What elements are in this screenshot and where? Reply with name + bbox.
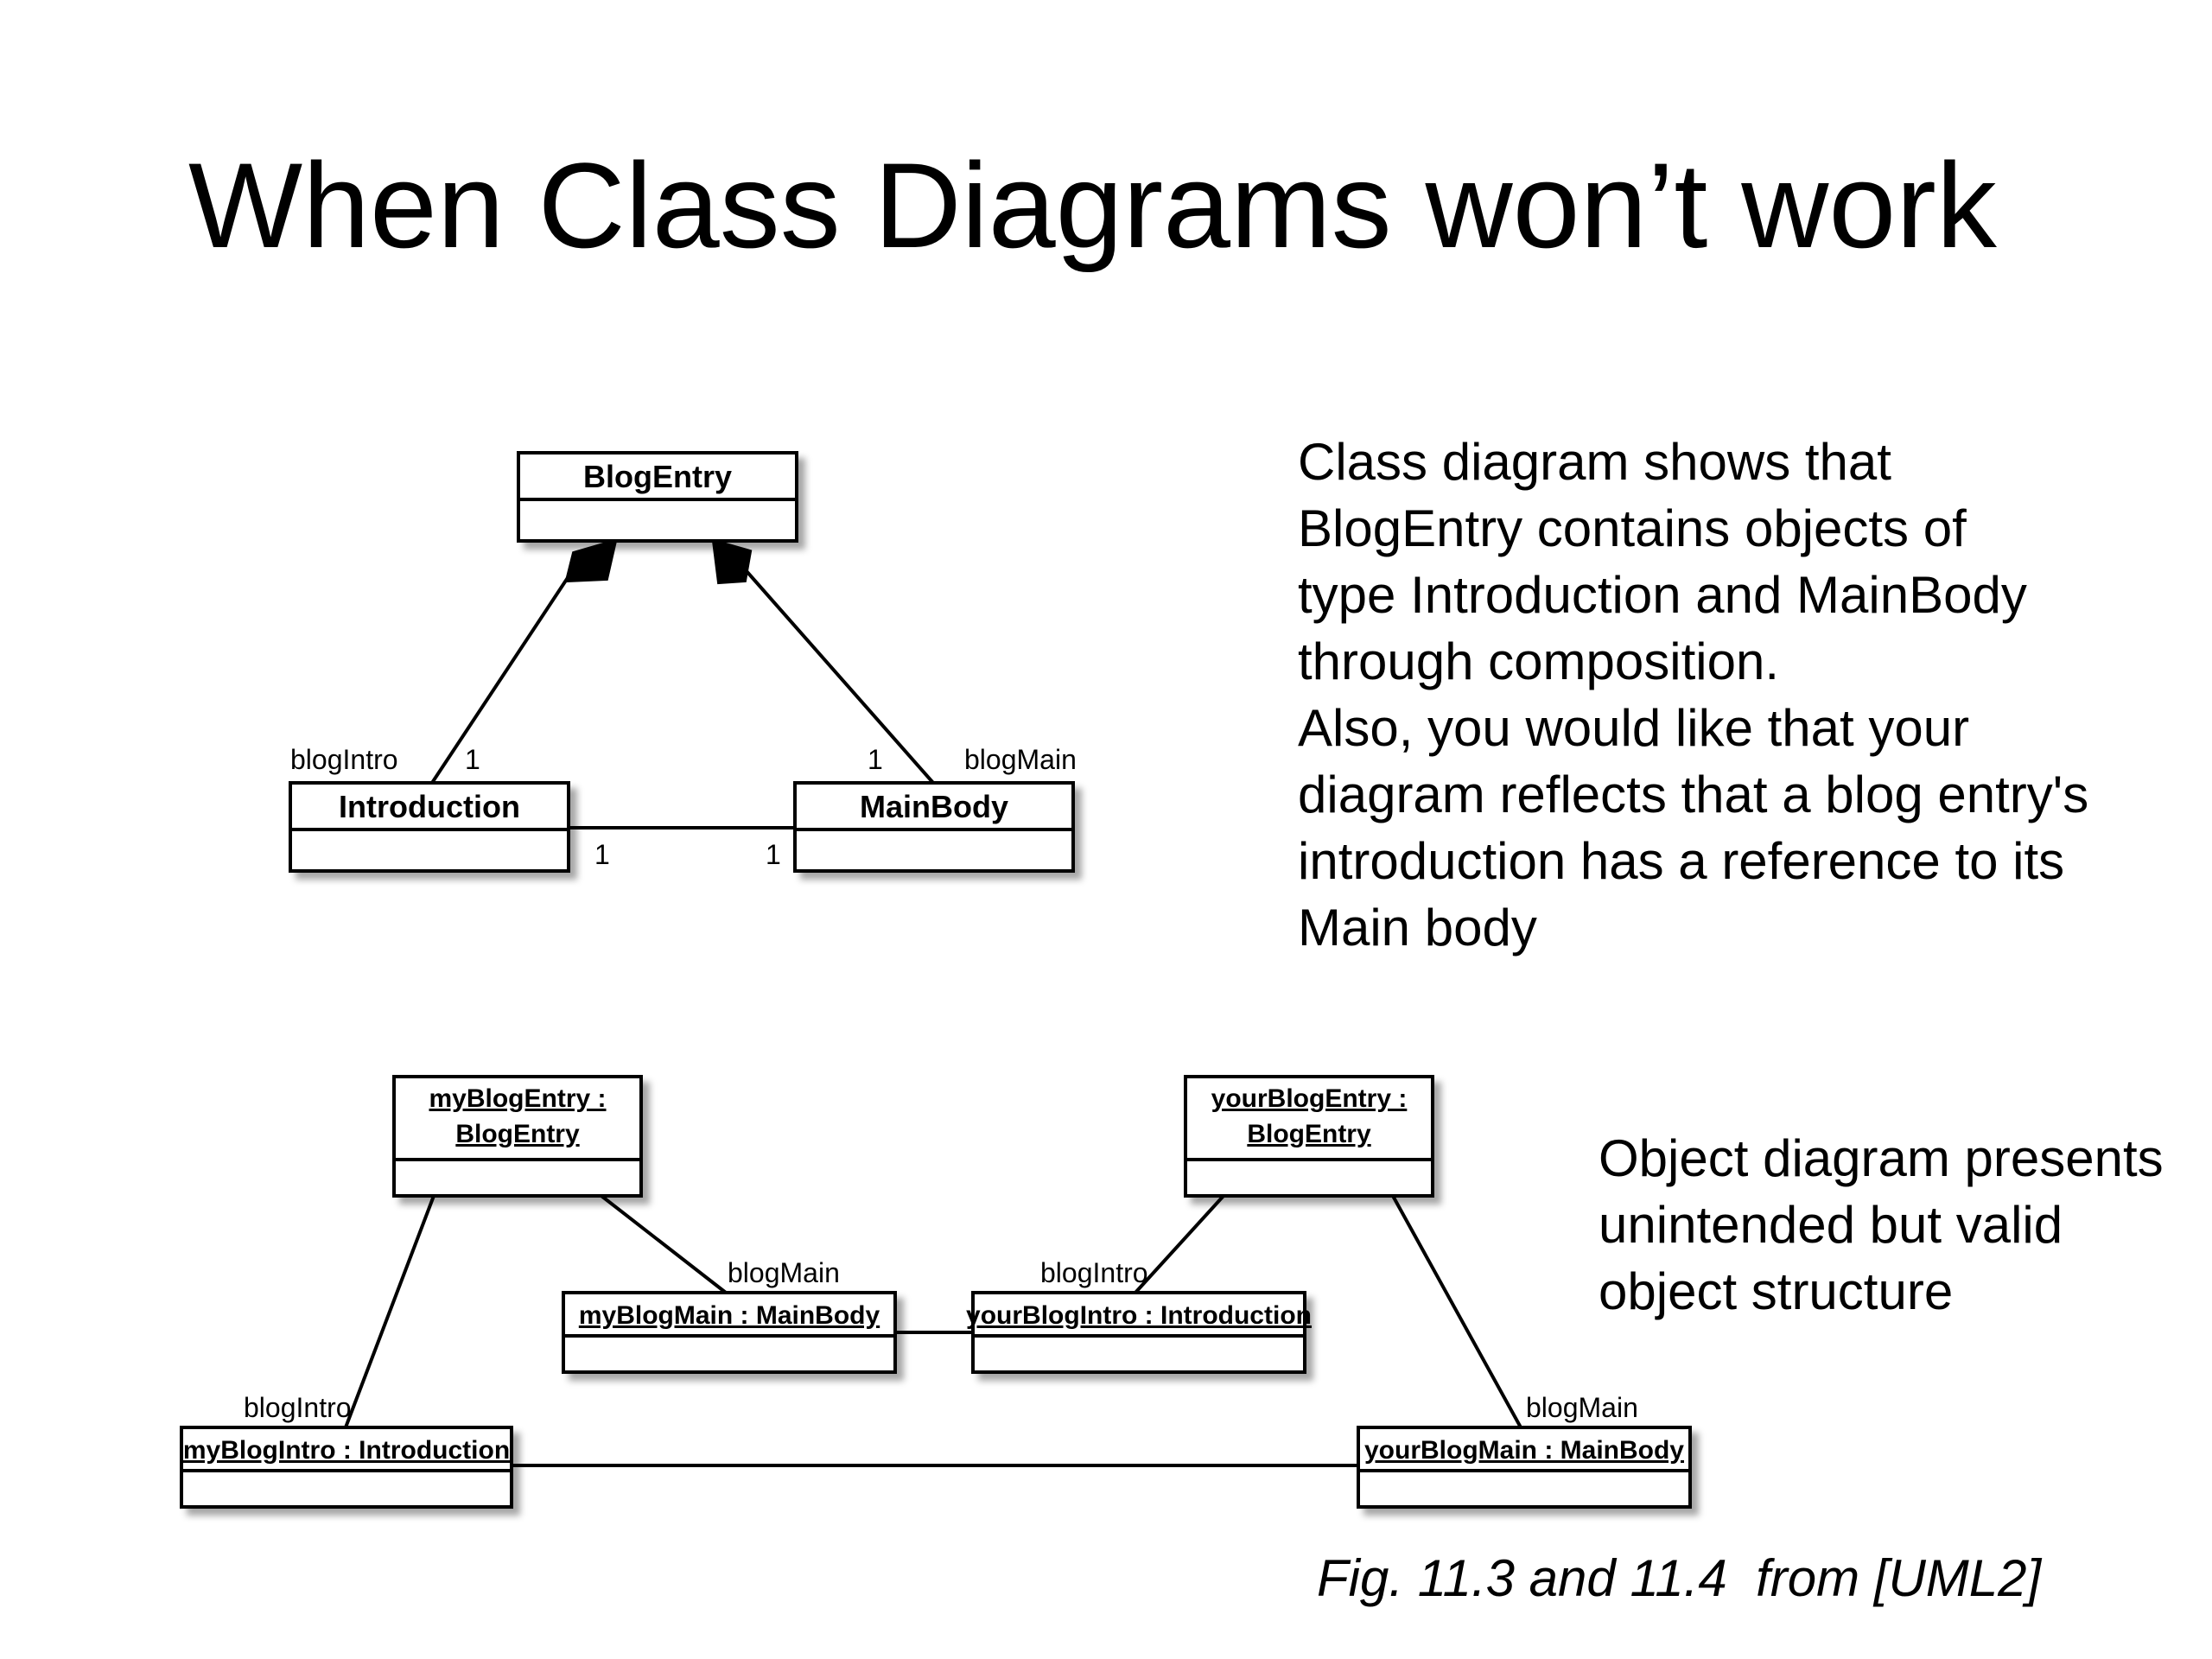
link-line <box>1134 1194 1225 1294</box>
composition-line-intro <box>430 562 579 785</box>
class-box-mainbody: MainBody <box>793 781 1075 873</box>
object-diagram-description: Object diagram presents unintended but v… <box>1599 1125 2164 1325</box>
object-diagram-links <box>344 1194 1522 1467</box>
class-box-introduction: Introduction <box>289 781 570 873</box>
object-name: yourBlogIntro : Introduction <box>966 1301 1312 1330</box>
description-line: introduction has a reference to its <box>1298 832 2065 890</box>
role-label-blogintro: blogIntro <box>1040 1257 1148 1288</box>
link-line <box>600 1194 728 1294</box>
composition-line-main <box>738 562 935 785</box>
object-box-myblogintro: myBlogIntro : Introduction <box>180 1426 513 1509</box>
object-box-myblogentry: myBlogEntry : BlogEntry <box>392 1075 643 1198</box>
object-box-yourblogentry: yourBlogEntry : BlogEntry <box>1184 1075 1434 1198</box>
object-box-myblogmain: myBlogMain : MainBody <box>562 1291 897 1374</box>
description-line: Also, you would like that your <box>1298 699 1970 757</box>
description-line: Class diagram shows that <box>1298 433 1891 491</box>
slide-title: When Class Diagrams won’t work <box>188 137 1997 273</box>
class-name-mainbody: MainBody <box>860 789 1008 824</box>
class-name-blogentry: BlogEntry <box>583 459 732 494</box>
class-name-introduction: Introduction <box>339 789 520 824</box>
role-label-blogmain: blogMain <box>1526 1392 1638 1423</box>
object-name: myBlogIntro : Introduction <box>183 1436 510 1465</box>
role-label-blogmain: blogMain <box>728 1257 840 1288</box>
multiplicity-label: 1 <box>766 839 781 870</box>
object-name: myBlogEntry : <box>429 1084 606 1113</box>
multiplicity-label: 1 <box>868 744 883 775</box>
description-line: diagram reflects that a blog entry's <box>1298 766 2089 823</box>
link-line <box>344 1195 435 1428</box>
composition-diamond-icon <box>564 538 618 583</box>
description-line: Object diagram presents <box>1599 1129 2164 1187</box>
description-line: BlogEntry contains objects of <box>1298 499 1967 557</box>
multiplicity-label: 1 <box>594 839 610 870</box>
role-label-blogintro: blogIntro <box>244 1392 352 1423</box>
class-diagram-description: Class diagram shows that BlogEntry conta… <box>1298 429 2088 961</box>
object-box-yourblogmain: yourBlogMain : MainBody <box>1357 1426 1692 1509</box>
description-line: object structure <box>1599 1262 1954 1320</box>
figure-caption: Fig. 11.3 and 11.4 from [UML2] <box>1317 1549 2042 1607</box>
description-line: type Introduction and MainBody <box>1298 566 2027 624</box>
composition-diamond-icon <box>711 538 753 585</box>
object-type: BlogEntry <box>455 1120 580 1148</box>
role-label-blogintro: blogIntro <box>290 744 398 775</box>
link-line <box>1391 1195 1522 1428</box>
class-box-blogentry: BlogEntry <box>517 451 798 543</box>
object-name: yourBlogMain : MainBody <box>1364 1436 1684 1465</box>
object-box-yourblogintro: yourBlogIntro : Introduction <box>966 1291 1312 1374</box>
multiplicity-label: 1 <box>465 744 480 775</box>
object-name: yourBlogEntry : <box>1211 1084 1408 1113</box>
class-diagram <box>430 538 935 830</box>
description-line: Main body <box>1298 899 1537 957</box>
description-line: through composition. <box>1298 632 1779 690</box>
role-label-blogmain: blogMain <box>964 744 1077 775</box>
description-line: unintended but valid <box>1599 1196 2063 1254</box>
object-type: BlogEntry <box>1247 1120 1371 1148</box>
object-name: myBlogMain : MainBody <box>579 1301 880 1330</box>
